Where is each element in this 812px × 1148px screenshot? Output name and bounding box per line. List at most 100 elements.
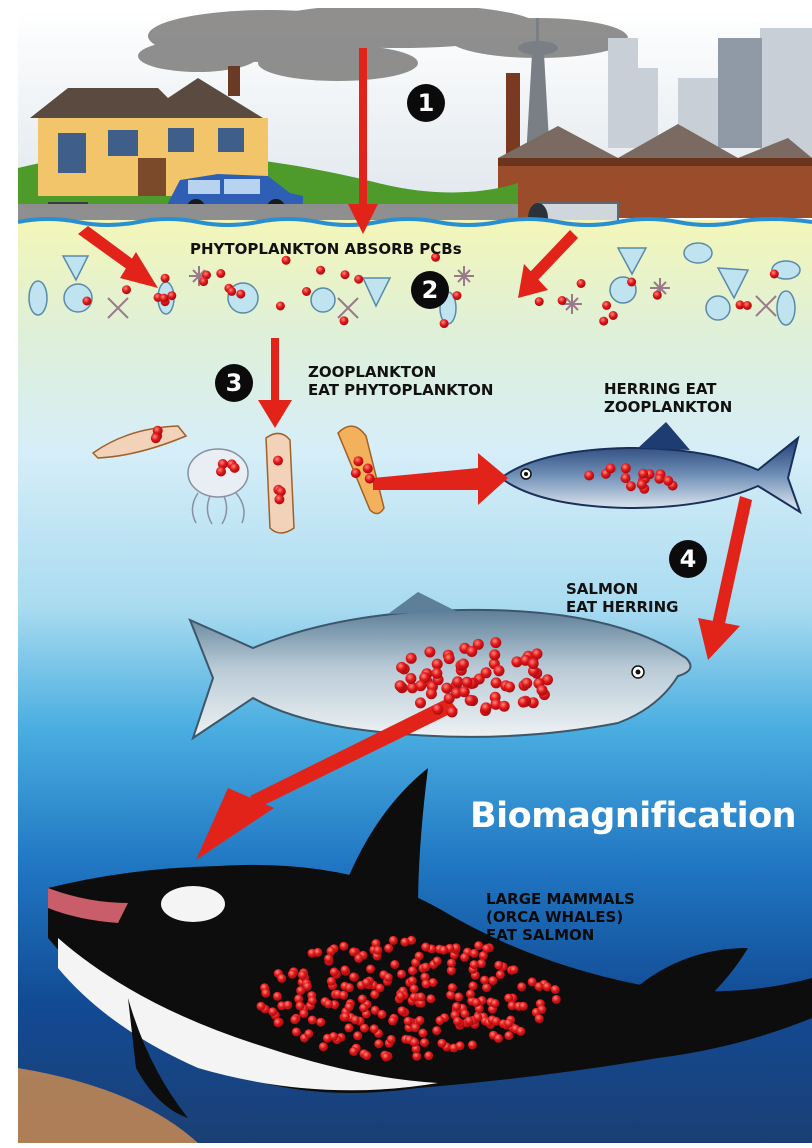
pcb-dot (653, 291, 662, 300)
pcb-dot (349, 1047, 358, 1056)
pcb-dot (621, 463, 631, 473)
pcb-dot (460, 953, 469, 962)
pcb-dot (395, 680, 406, 691)
pcb-dot (349, 947, 358, 956)
pcb-dot (432, 704, 443, 715)
pcb-dot (470, 960, 479, 969)
pcb-dot (382, 1053, 391, 1062)
biomagnification-illustration: 1 2 3 4 PHYTOPLANKTON ABSORB PCBs ZOOPLA… (18, 8, 812, 1143)
pcb-dot (504, 994, 513, 1003)
pcb-dot (431, 668, 442, 679)
pcb-dot (440, 319, 449, 328)
pcb-dot (396, 662, 407, 673)
pcb-dot (535, 297, 544, 306)
pcb-dot (216, 269, 225, 278)
pcb-dot (339, 991, 348, 1000)
pcb-dot (398, 1006, 407, 1015)
pcb-dot (227, 287, 236, 296)
pcb-dot (230, 463, 240, 473)
pcb-dot (303, 982, 312, 991)
step-1-marker: 1 (407, 84, 445, 122)
pcb-dot (490, 637, 501, 648)
pcb-dot (504, 1019, 513, 1028)
pcb-dot (599, 317, 608, 326)
pcb-dot (519, 1002, 528, 1011)
pcb-dot (535, 1014, 544, 1023)
pcb-dot (236, 290, 245, 299)
pcb-dot (257, 1002, 266, 1011)
pcb-dot (421, 963, 430, 972)
pcb-dot (375, 984, 384, 993)
pcb-dot (482, 983, 491, 992)
pcb-dot (606, 464, 616, 474)
pcb-dot (362, 1051, 371, 1060)
pcb-dot (577, 279, 586, 288)
pcb-dot (363, 464, 373, 474)
pcb-dot (490, 999, 499, 1008)
pcb-dot (516, 1027, 525, 1036)
pcb-dot (447, 707, 458, 718)
phytoplankton-label: PHYTOPLANKTON ABSORB PCBs (190, 240, 462, 258)
pcb-dot (504, 1031, 513, 1040)
pcb-dot (390, 960, 399, 969)
pcb-dot (424, 1051, 433, 1060)
pcb-dot (469, 981, 478, 990)
pcb-dot (345, 983, 354, 992)
pcb-dot (426, 994, 435, 1003)
pcb-dot (308, 1016, 317, 1025)
pcb-dot (396, 992, 405, 1001)
pcb-dot (288, 970, 297, 979)
orca-label-line-1: LARGE MAMMALS (486, 890, 635, 908)
pcb-dot (532, 648, 543, 659)
pcb-dot (283, 1001, 292, 1010)
pcb-dot (473, 1013, 482, 1022)
salmon-label-line-2: EAT HERRING (566, 598, 679, 616)
pcb-dot (319, 1042, 328, 1051)
pcb-dot (362, 978, 371, 987)
pcb-dot (400, 938, 409, 947)
pcb-dot (458, 659, 469, 670)
pcb-dot (626, 481, 636, 491)
pcb-dot (341, 270, 350, 279)
pcb-dot (543, 982, 552, 991)
pcb-dot (470, 949, 479, 958)
pcb-dot (327, 947, 336, 956)
step-4-marker: 4 (669, 540, 707, 578)
pcb-dot (432, 1026, 441, 1035)
pcb-dot (518, 697, 529, 708)
pcb-dot (330, 967, 339, 976)
pcb-dot (551, 985, 560, 994)
pcb-dot (436, 1016, 445, 1025)
pcb-dot (327, 977, 336, 986)
pcb-dot (340, 316, 349, 325)
pcb-dot (316, 266, 325, 275)
pcb-dot (410, 984, 419, 993)
herring-label: HERRING EAT ZOOPLANKTON (604, 380, 732, 416)
herring-label-line-2: ZOOPLANKTON (604, 398, 732, 416)
pcb-dot (444, 653, 455, 664)
pcb-dot (296, 1001, 305, 1010)
orca-label-line-3: EAT SALMON (486, 926, 635, 944)
pcb-dot (504, 682, 515, 693)
pcb-dot (411, 1023, 420, 1032)
pcb-dot (273, 992, 282, 1001)
pcb-dot (304, 1029, 313, 1038)
pcb-dot (373, 946, 382, 955)
pcb-dot (528, 658, 539, 669)
pcb-dot (384, 944, 393, 953)
pcb-dot (389, 936, 398, 945)
pcb-dot (499, 701, 510, 712)
pcb-dot (344, 1023, 353, 1032)
pcb-dot (627, 278, 636, 287)
pcb-dot (82, 297, 91, 306)
pcb-dot (339, 942, 348, 951)
pcb-dot (528, 977, 537, 986)
pcb-dot (453, 1017, 462, 1026)
orca-label-line-2: (ORCA WHALES) (486, 908, 635, 926)
pcb-dot (452, 676, 463, 687)
pcb-dot (452, 1002, 461, 1011)
pcb-dot (453, 291, 462, 300)
pcb-dot (418, 1029, 427, 1038)
pcb-dot (302, 287, 311, 296)
pcb-dot (437, 1039, 446, 1048)
